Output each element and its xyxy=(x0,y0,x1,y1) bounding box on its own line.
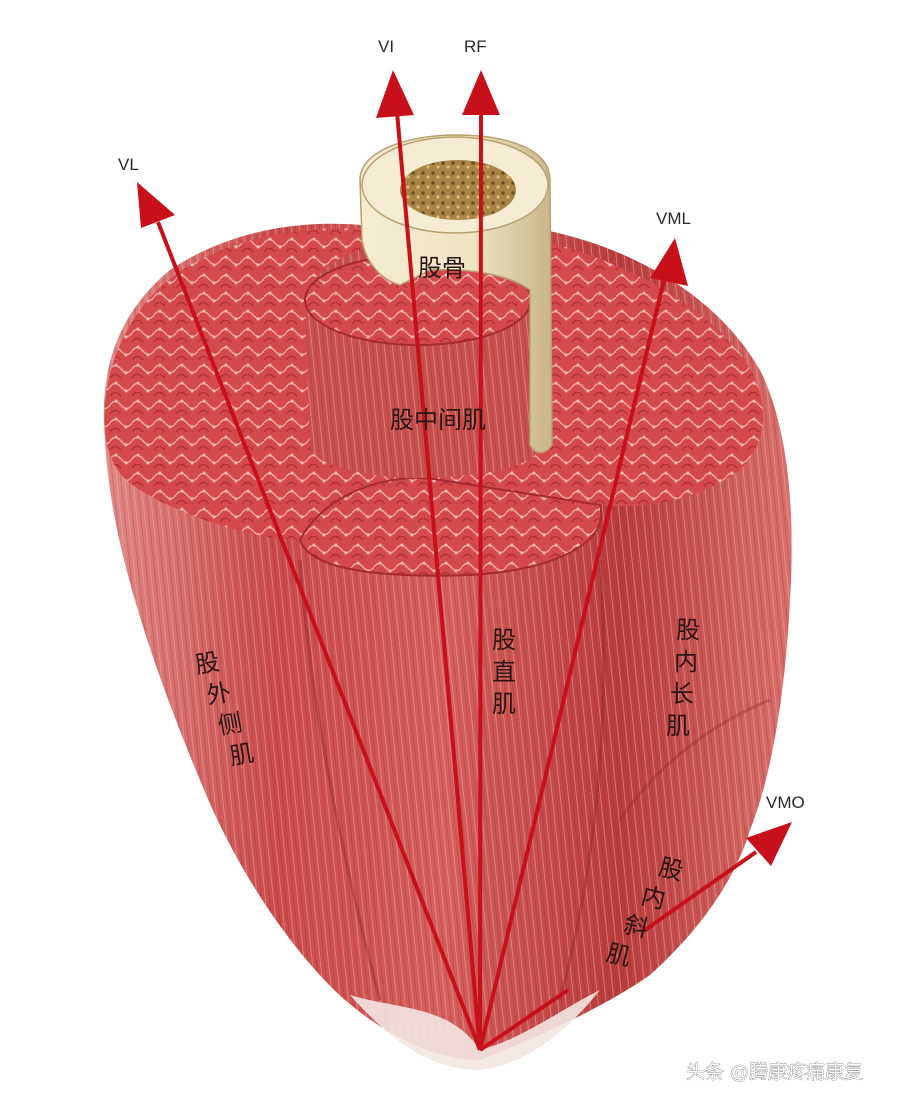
femur-label: 股骨 xyxy=(418,254,466,282)
vml-label: VML xyxy=(656,209,691,228)
rectus-femoris-label: 股 直 肌 xyxy=(492,626,516,718)
vml-muscle-char: 长 xyxy=(670,680,694,708)
rectus-femoris-char: 直 xyxy=(492,658,516,686)
vml-vector xyxy=(478,238,688,1051)
vml-muscle-char: 肌 xyxy=(666,712,690,740)
vastus-lateralis-char: 肌 xyxy=(227,739,255,771)
vi-vector xyxy=(376,70,482,1051)
watermark-text: 头条 @腾康疼痛康复 xyxy=(686,1061,863,1083)
vastus-intermedius-label: 股中间肌 xyxy=(390,406,486,434)
rf-vector xyxy=(462,70,500,1051)
vmo-label: VMO xyxy=(766,793,805,812)
vastus-lateralis-label: 股 外 侧 肌 xyxy=(193,648,256,771)
vl-label: VL xyxy=(118,155,139,174)
vastus-lateralis-char: 股 xyxy=(193,648,221,680)
vmo-vector xyxy=(643,822,792,932)
vmo-base-line xyxy=(478,988,570,1052)
vi-label: VI xyxy=(378,37,394,56)
vastus-lateralis-char: 外 xyxy=(205,678,233,710)
rectus-femoris-char: 肌 xyxy=(492,690,516,718)
vastus-lateralis-char: 侧 xyxy=(216,708,244,740)
rectus-femoris-char: 股 xyxy=(492,626,516,654)
vl-vector xyxy=(137,182,482,1051)
rf-label: RF xyxy=(464,37,487,56)
force-vectors xyxy=(137,70,792,1052)
vml-muscle-char: 内 xyxy=(674,648,698,676)
vastus-medialis-longus-label: 股 内 长 肌 xyxy=(666,616,700,740)
vml-muscle-char: 股 xyxy=(676,616,700,644)
